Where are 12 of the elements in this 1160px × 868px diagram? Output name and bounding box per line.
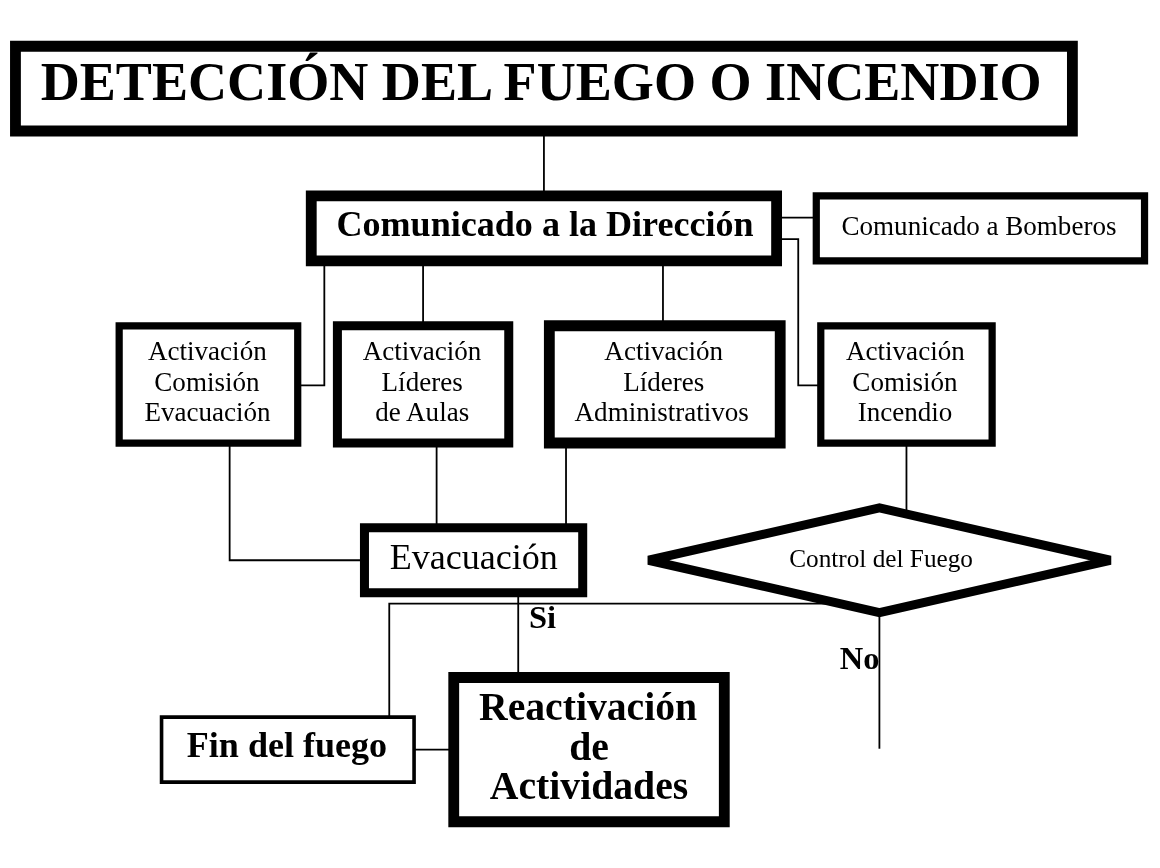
node-box: Comunicado a Bomberos <box>812 192 1149 265</box>
edge-label: No <box>839 639 880 676</box>
node-box: Comunicado a la Dirección <box>305 190 782 267</box>
node-box: DETECCIÓN DEL FUEGO O INCENDIO <box>10 40 1078 137</box>
node-box: Activación Comisión Incendio <box>817 322 996 447</box>
node-box: Activación Comisión Evacuación <box>115 322 302 447</box>
edge-label: Si <box>528 598 557 635</box>
node-box: Fin del fuego <box>159 715 416 784</box>
node-box: Activación Líderes de Aulas <box>332 321 514 448</box>
node-box: Reactivación de Actividades <box>448 672 730 828</box>
node-box: Activación Líderes Administrativos <box>543 320 786 449</box>
node-box: Evacuación <box>359 523 588 598</box>
